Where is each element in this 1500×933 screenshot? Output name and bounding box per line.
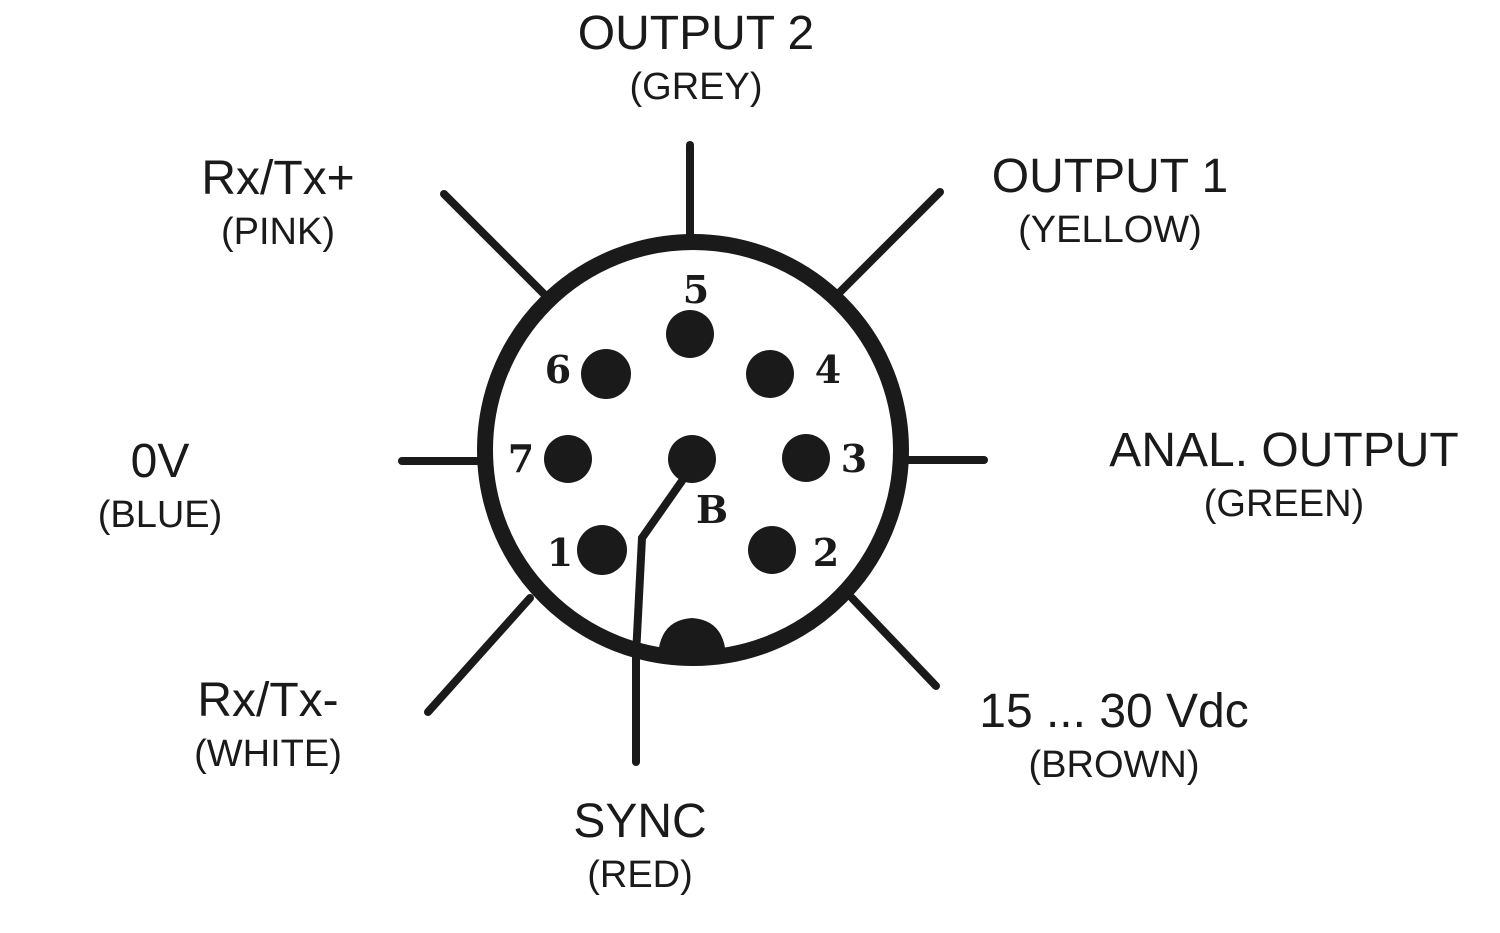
signal-name: OUTPUT 2 xyxy=(577,7,815,60)
pin-number-8: B xyxy=(696,487,728,532)
pin-1-contact xyxy=(577,525,627,575)
wire-color: (BLUE) xyxy=(97,494,223,536)
wire-color: (YELLOW) xyxy=(1018,209,1202,251)
label-sync: SYNC (RED) xyxy=(573,795,707,896)
lead-rx-tx-plus xyxy=(440,190,552,302)
label-rx-tx-minus: Rx/Tx- (WHITE) xyxy=(194,674,342,775)
pin-8-contact xyxy=(668,435,716,483)
lead-rx-tx-minus xyxy=(424,594,534,716)
wire-color: (GREY) xyxy=(629,66,763,108)
connector-key xyxy=(658,618,726,656)
pin-5-contact xyxy=(666,310,714,358)
signal-name: Rx/Tx+ xyxy=(201,152,355,205)
pin-number-4: 4 xyxy=(815,347,841,392)
wire-color: (GREEN) xyxy=(1203,483,1365,525)
label-supply: 15 ... 30 Vdc (BROWN) xyxy=(979,685,1249,786)
sync-internal-trace xyxy=(632,474,688,659)
wire-color: (WHITE) xyxy=(194,733,342,775)
pin-number-5: 5 xyxy=(683,267,709,312)
lead-output-1 xyxy=(832,188,944,300)
pin-number-3: 3 xyxy=(841,436,867,481)
signal-name: Rx/Tx- xyxy=(197,674,339,727)
signal-name: 15 ... 30 Vdc xyxy=(979,685,1249,738)
wire-color: (BROWN) xyxy=(1028,744,1200,786)
pin-7-contact xyxy=(544,435,592,483)
pin-2-contact xyxy=(748,526,796,574)
label-rx-tx-plus: Rx/Tx+ (PINK) xyxy=(201,152,355,253)
pin-3-contact xyxy=(782,434,830,482)
label-0v: 0V (BLUE) xyxy=(97,435,223,536)
pin-number-7: 7 xyxy=(508,436,534,481)
pin-4-contact xyxy=(746,350,794,398)
wire-color: (RED) xyxy=(587,854,693,896)
label-anal-output: ANAL. OUTPUT (GREEN) xyxy=(1109,424,1459,525)
pin-number-6: 6 xyxy=(545,347,571,392)
signal-name: OUTPUT 1 xyxy=(991,150,1229,203)
pin-6-contact xyxy=(581,349,631,399)
signal-name: SYNC xyxy=(573,795,707,848)
signal-name: ANAL. OUTPUT xyxy=(1109,424,1459,477)
label-output-1: OUTPUT 1 (YELLOW) xyxy=(991,150,1229,251)
lead-supply xyxy=(848,594,940,690)
pin-number-1: 1 xyxy=(547,530,573,575)
label-output-2: OUTPUT 2 (GREY) xyxy=(577,7,815,108)
signal-name: 0V xyxy=(130,435,190,488)
wire-color: (PINK) xyxy=(220,211,335,253)
pin-number-2: 2 xyxy=(813,530,839,575)
